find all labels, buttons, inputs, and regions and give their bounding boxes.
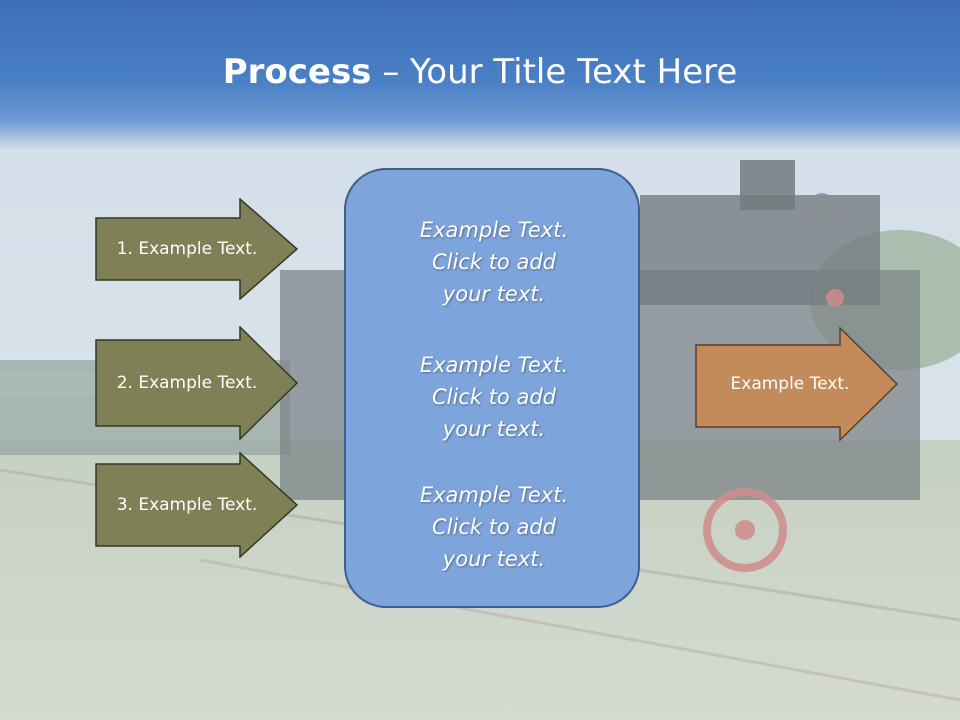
panel-line: Example Text. bbox=[419, 483, 569, 507]
panel-text-block-2[interactable]: Example Text. Click to add your text. bbox=[346, 349, 642, 445]
output-arrow[interactable]: Example Text. bbox=[695, 327, 899, 442]
panel-text-block-3[interactable]: Example Text. Click to add your text. bbox=[346, 479, 642, 575]
panel-line: Click to add bbox=[431, 515, 556, 539]
panel-line: Click to add bbox=[431, 385, 556, 409]
input-arrow-label: 3. Example Text. bbox=[116, 495, 258, 515]
title-band bbox=[0, 0, 960, 150]
right-arrow-shape bbox=[95, 326, 299, 441]
right-arrow-shape bbox=[95, 452, 299, 558]
input-arrow-label: 1. Example Text. bbox=[116, 239, 258, 259]
output-arrow-label: Example Text. bbox=[730, 374, 850, 394]
panel-line: your text. bbox=[442, 417, 546, 441]
panel-line: Click to add bbox=[431, 250, 556, 274]
panel-line: Example Text. bbox=[419, 353, 569, 377]
input-arrow-label: 2. Example Text. bbox=[116, 373, 258, 393]
slide-title[interactable]: Process – Your Title Text Here bbox=[0, 52, 960, 92]
input-arrow-3[interactable]: 3. Example Text. bbox=[95, 452, 299, 558]
input-arrow-2[interactable]: 2. Example Text. bbox=[95, 326, 299, 441]
panel-line: Example Text. bbox=[419, 218, 569, 242]
panel-text-block-1[interactable]: Example Text. Click to add your text. bbox=[346, 214, 642, 310]
title-bold: Process bbox=[222, 52, 372, 92]
panel-line: your text. bbox=[442, 547, 546, 571]
right-arrow-shape bbox=[95, 198, 299, 300]
title-rest: – Your Title Text Here bbox=[371, 52, 738, 92]
panel-line: your text. bbox=[442, 282, 546, 306]
input-arrow-1[interactable]: 1. Example Text. bbox=[95, 198, 299, 300]
center-process-panel[interactable]: Example Text. Click to add your text. Ex… bbox=[344, 168, 640, 608]
right-arrow-shape bbox=[695, 327, 899, 442]
